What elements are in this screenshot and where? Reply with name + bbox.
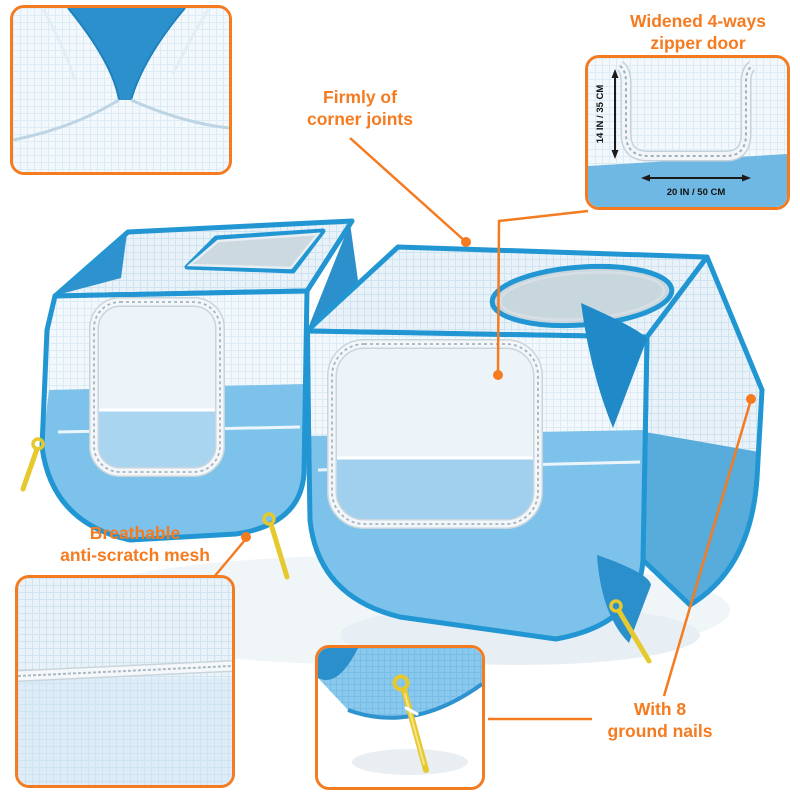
height-label: 14 IN / 35 CM xyxy=(595,85,606,144)
ground-nails-label-line2: ground nails xyxy=(607,721,713,742)
width-measurement: 20 IN / 50 CM xyxy=(641,174,751,198)
tent-joint-seam xyxy=(306,331,312,521)
right-tent xyxy=(304,244,765,664)
zipper-door-label-line1: Widened 4-ways xyxy=(630,11,766,31)
ground-nails-label: With 8 ground nails xyxy=(582,698,738,743)
mesh-closeup xyxy=(18,578,232,785)
ground-nail-icon xyxy=(392,674,429,773)
width-label: 20 IN / 50 CM xyxy=(667,187,726,198)
ground-nail-inset xyxy=(315,645,485,790)
zipper-door-outline xyxy=(616,61,756,162)
left-tent xyxy=(20,218,355,580)
zipper-door-label-line2: zipper door xyxy=(650,33,746,54)
right-tent-corner-gusset xyxy=(581,303,647,428)
height-measurement: 14 IN / 35 CM xyxy=(595,69,619,159)
ground-nail-left-far xyxy=(20,437,45,492)
left-tent-door xyxy=(89,297,225,477)
ground-nail-right-front xyxy=(609,599,652,664)
mesh-inset xyxy=(15,575,235,788)
left-tent-corner-gusset xyxy=(57,233,127,295)
corner-joint-inset xyxy=(10,5,232,175)
corner-joint-seam xyxy=(68,8,185,100)
mesh-zipper-line xyxy=(18,660,232,682)
right-tent-bottom-fold xyxy=(597,555,651,643)
zipper-door-closeup: 14 IN / 35 CM 20 IN / 50 CM xyxy=(588,58,787,207)
mesh-label-line2: anti-scratch mesh xyxy=(60,545,210,566)
mesh-label-line1: Breathable xyxy=(89,523,181,543)
mesh-label: Breathable anti-scratch mesh xyxy=(28,522,242,567)
ground-nail-left-front xyxy=(262,512,290,580)
corner-joint-closeup xyxy=(13,8,229,172)
ground-nails-label-line1: With 8 xyxy=(633,699,687,719)
zipper-inset-fabric-band xyxy=(588,154,787,207)
right-tent-door xyxy=(327,339,543,529)
corner-joints-label-line1: Firmly of xyxy=(323,87,397,107)
corner-joints-label-line2: corner joints xyxy=(307,109,413,130)
corner-joints-label: Firmly of corner joints xyxy=(272,86,448,131)
ground-nail-closeup xyxy=(318,648,482,787)
nail-inset-fabric xyxy=(318,648,482,718)
zipper-door-inset: 14 IN / 35 CM 20 IN / 50 CM xyxy=(585,55,790,210)
zipper-door-label: Widened 4-ways zipper door xyxy=(600,10,796,55)
